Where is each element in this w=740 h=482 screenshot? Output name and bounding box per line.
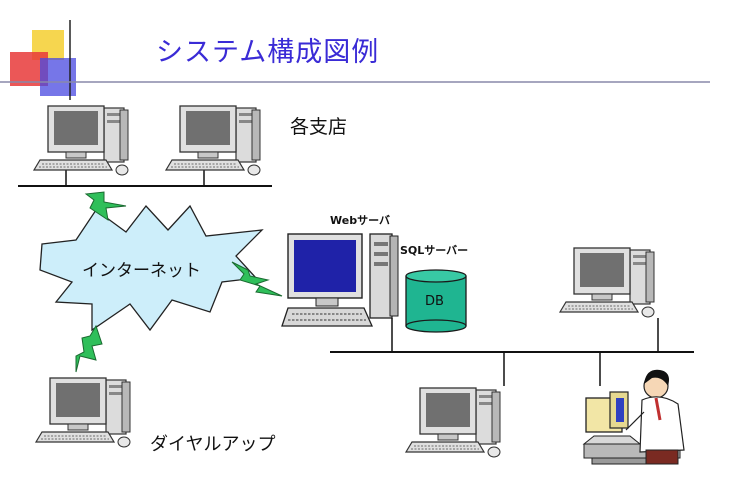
web-server-label: Webサーバ [330,214,390,227]
internet-cloud-icon [39,204,264,332]
branch-lan [18,105,272,187]
workstation-icon [559,247,655,318]
dialup-label: ダイヤルアップ [150,434,276,455]
lightning-icon [75,324,103,373]
database-icon [405,269,467,333]
main-lan [330,247,694,458]
workstation-icon [405,387,501,458]
sql-server-label: SQLサーバー [400,244,469,257]
title-decoration [0,20,710,100]
branch-workstation-icon [33,105,129,176]
person-icon [582,369,685,465]
lightning-icon [231,261,283,297]
web-server-icon [281,233,399,327]
branch-workstation-icon [165,105,261,176]
lightning-icon [84,191,127,222]
branch-label: 各支店 [290,116,348,138]
internet-label: インターネット [82,261,201,281]
dialup-workstation-icon [35,377,131,448]
database-label: DB [425,294,444,309]
page-title: システム構成図例 [156,37,380,68]
